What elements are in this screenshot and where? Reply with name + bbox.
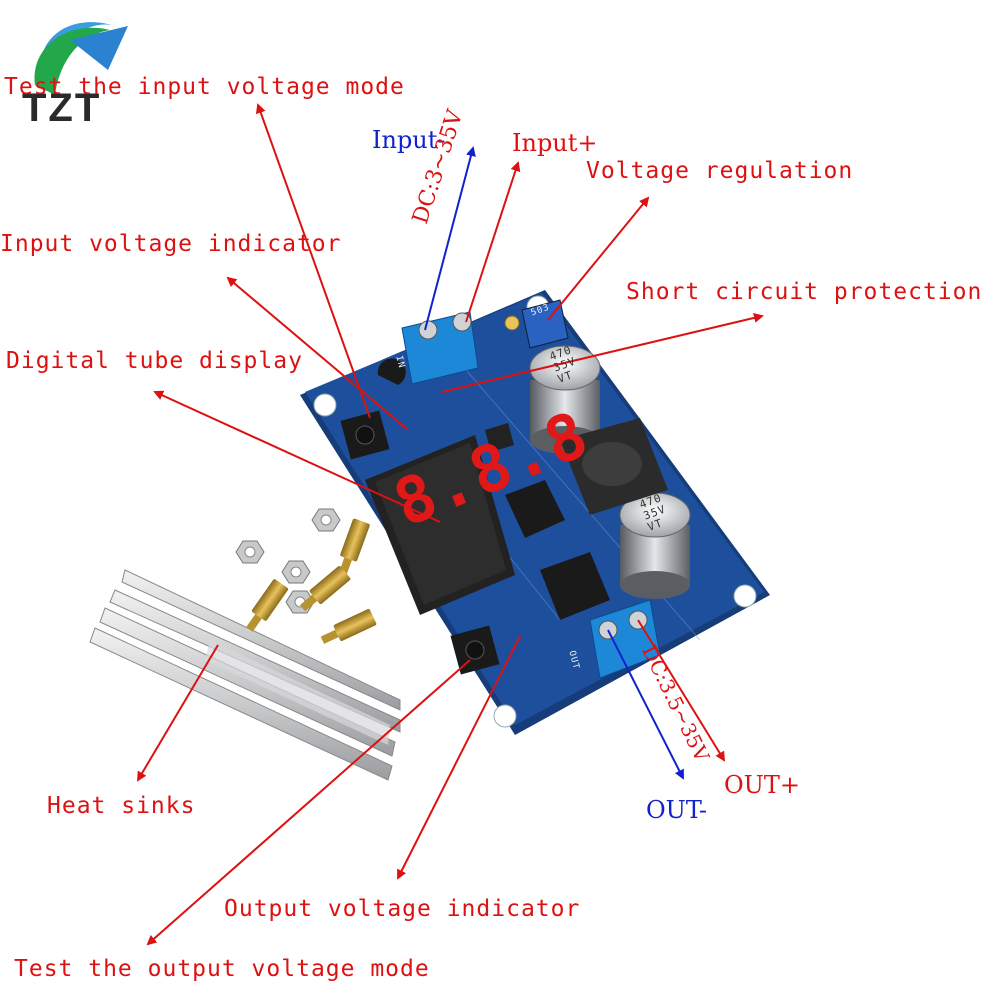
terminal-in-label: IN <box>393 354 407 370</box>
brand-logo-text: TZT <box>22 86 102 130</box>
seven-segment-display <box>365 435 515 615</box>
inductor <box>560 418 668 515</box>
label-test-output-mode: Test the output voltage mode <box>14 956 430 982</box>
label-input-voltage-indicator: Input voltage indicator <box>0 231 342 257</box>
label-input-plus: Input+ <box>512 129 598 157</box>
label-digital-tube-display: Digital tube display <box>6 348 303 374</box>
annotation-arrows <box>136 103 764 946</box>
transistor <box>377 358 406 385</box>
annotation-arrows-blue <box>424 146 684 780</box>
tzt-logo <box>34 22 128 96</box>
label-out-minus: OUT- <box>646 796 707 824</box>
input-terminal <box>401 311 479 385</box>
input-test-button <box>340 410 390 460</box>
hex-nuts <box>235 508 341 614</box>
output-test-button <box>450 625 500 675</box>
label-heat-sinks: Heat sinks <box>47 793 196 819</box>
label-short-circuit-protection: Short circuit protection <box>626 279 983 305</box>
label-test-input-mode: Test the input voltage mode <box>4 74 405 100</box>
heat-sinks <box>89 569 401 781</box>
capacitor-2 <box>619 492 691 599</box>
brass-standoffs <box>246 518 377 644</box>
label-output-voltage-indicator: Output voltage indicator <box>224 896 581 922</box>
label-input-minus: Input- <box>372 126 446 154</box>
label-voltage-regulation: Voltage regulation <box>586 158 854 184</box>
label-out-plus: OUT+ <box>724 771 801 799</box>
trimmer-potentiometer <box>504 299 569 349</box>
regulator-chip <box>485 423 610 620</box>
